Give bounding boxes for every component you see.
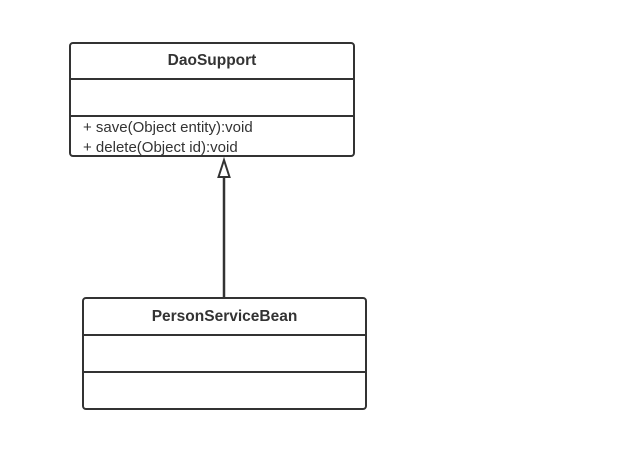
class-box-dao-support[interactable]: DaoSupport + save(Object entity):void + …: [69, 42, 355, 157]
attributes-compartment: [84, 336, 365, 373]
operations-compartment: + save(Object entity):void + delete(Obje…: [71, 117, 353, 158]
class-name: DaoSupport: [71, 44, 353, 80]
operation-delete: + delete(Object id):void: [83, 139, 238, 156]
attributes-compartment: [71, 80, 353, 117]
class-box-person-service-bean[interactable]: PersonServiceBean: [82, 297, 367, 410]
operation-save: + save(Object entity):void: [83, 119, 253, 136]
operations-compartment: [84, 373, 365, 374]
hollow-triangle-arrowhead: [217, 156, 231, 178]
class-name: PersonServiceBean: [84, 299, 365, 336]
